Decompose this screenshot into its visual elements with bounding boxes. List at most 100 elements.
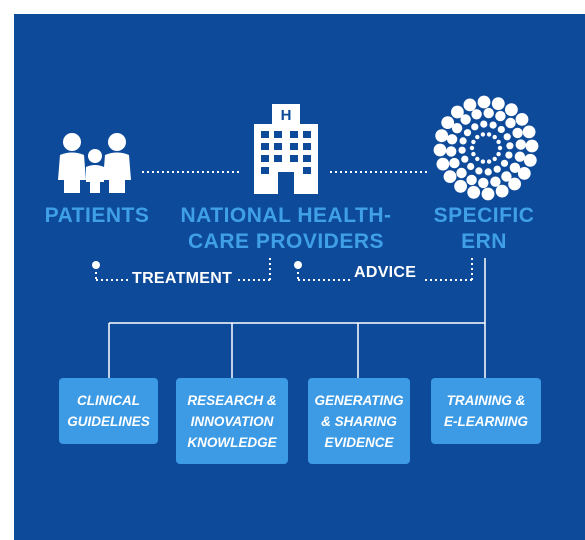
ern-dot xyxy=(490,176,501,187)
ern-dot xyxy=(478,177,489,189)
ern-dot xyxy=(475,167,483,175)
ern-dot xyxy=(459,137,467,145)
box-line: GENERATING xyxy=(314,392,404,408)
ern-dot xyxy=(509,162,521,173)
box-line: CLINICAL xyxy=(77,393,140,408)
ern-dot xyxy=(477,95,491,109)
ern-network-icon xyxy=(433,95,539,201)
ern-dot xyxy=(483,107,494,119)
ern-dot xyxy=(481,187,495,201)
box-line: E-LEARNING xyxy=(444,414,528,429)
ern-dot xyxy=(503,133,511,141)
box-line: & SHARING xyxy=(321,413,397,429)
ern-dot xyxy=(491,97,505,111)
ern-dot xyxy=(515,139,526,150)
ern-label: SPECIFIC ERN xyxy=(425,203,543,255)
advice-label: ADVICE xyxy=(354,264,417,281)
generating-evidence-box: GENERATING & SHARING EVIDENCE xyxy=(308,378,410,464)
ern-dot xyxy=(458,146,466,154)
ern-dot xyxy=(493,165,501,173)
ern-dot xyxy=(449,157,460,169)
ern-dot xyxy=(467,185,481,199)
hospital-icon: H xyxy=(254,104,318,194)
ern-label-line-1: SPECIFIC xyxy=(433,204,535,227)
ern-dot xyxy=(433,143,447,157)
ern-dot xyxy=(525,139,539,153)
ern-dot xyxy=(463,98,477,112)
providers-label-line-1: NATIONAL HEALTH- xyxy=(180,204,392,227)
ern-dot xyxy=(443,170,457,184)
ern-dot xyxy=(489,121,497,129)
ern-dot xyxy=(497,125,505,134)
research-innovation-box: RESEARCH & INNOVATION KNOWLEDGE xyxy=(176,378,288,464)
ern-dot xyxy=(492,134,497,140)
ern-dot xyxy=(508,177,521,191)
ern-dot xyxy=(522,125,536,139)
family-icon xyxy=(58,133,131,193)
ern-dot xyxy=(495,110,506,122)
ern-dot xyxy=(469,145,475,151)
ern-dot xyxy=(496,139,501,145)
providers-label-line-2: CARE PROVIDERS xyxy=(187,230,385,253)
training-elearning-box: TRAINING & E-LEARNING xyxy=(431,378,541,444)
ern-dot xyxy=(471,151,476,157)
svg-text:H: H xyxy=(281,107,292,124)
ern-dot xyxy=(514,151,526,162)
box-line: RESEARCH & xyxy=(187,392,277,408)
treatment-bracket xyxy=(95,258,271,281)
ern-dot xyxy=(471,123,479,131)
ern-dot xyxy=(441,116,455,129)
advice-bracket xyxy=(297,258,473,281)
ern-dot xyxy=(475,134,480,140)
ern-dot xyxy=(460,114,471,125)
ern-dot xyxy=(471,109,482,120)
ern-dot xyxy=(451,123,463,134)
ern-dot xyxy=(506,142,514,150)
ern-dot xyxy=(523,153,537,167)
ern-dot xyxy=(495,184,509,198)
ern-dot xyxy=(480,132,486,137)
ern-dot xyxy=(467,162,475,171)
ern-dot xyxy=(501,171,512,182)
ern-dot xyxy=(484,168,492,176)
advice-start-dot xyxy=(294,261,302,269)
ern-dot xyxy=(486,132,492,137)
ern-dot xyxy=(515,113,529,126)
ern-dot xyxy=(505,151,513,159)
clinical-guidelines-box: CLINICAL GUIDELINES xyxy=(59,378,158,444)
ern-dot xyxy=(463,129,472,137)
ern-dot xyxy=(505,103,518,117)
patients-label: PATIENTS xyxy=(44,204,150,227)
tree-connector xyxy=(108,258,486,378)
ern-dot xyxy=(456,167,467,179)
ern-dot xyxy=(436,157,450,171)
treatment-label: TREATMENT xyxy=(132,270,233,287)
ern-label-line-2: ERN xyxy=(461,230,507,253)
ern-dot xyxy=(512,127,523,139)
ern-dot xyxy=(461,155,469,163)
ern-dot xyxy=(497,145,503,151)
ern-dot xyxy=(480,159,486,164)
ern-dot xyxy=(500,159,509,167)
box-line: EVIDENCE xyxy=(324,434,394,450)
ern-dot xyxy=(471,139,476,145)
ern-dot xyxy=(475,156,480,162)
box-line: KNOWLEDGE xyxy=(187,434,277,450)
ern-dot xyxy=(451,105,464,119)
ern-dot xyxy=(446,146,457,157)
ern-dot xyxy=(505,117,516,129)
ern-dot xyxy=(446,134,458,145)
ern-dot xyxy=(517,167,531,180)
ern-dot xyxy=(466,174,477,186)
ern-dot xyxy=(496,151,501,157)
ern-dot xyxy=(486,159,492,164)
ern-dot xyxy=(480,120,488,128)
treatment-start-dot xyxy=(92,261,100,269)
ern-dot xyxy=(454,179,467,193)
box-line: TRAINING & xyxy=(446,393,526,408)
box-line: GUIDELINES xyxy=(67,414,150,429)
ern-dot xyxy=(435,129,449,143)
providers-label: NATIONAL HEALTH- CARE PROVIDERS xyxy=(170,203,402,255)
box-line: INNOVATION xyxy=(190,413,274,429)
